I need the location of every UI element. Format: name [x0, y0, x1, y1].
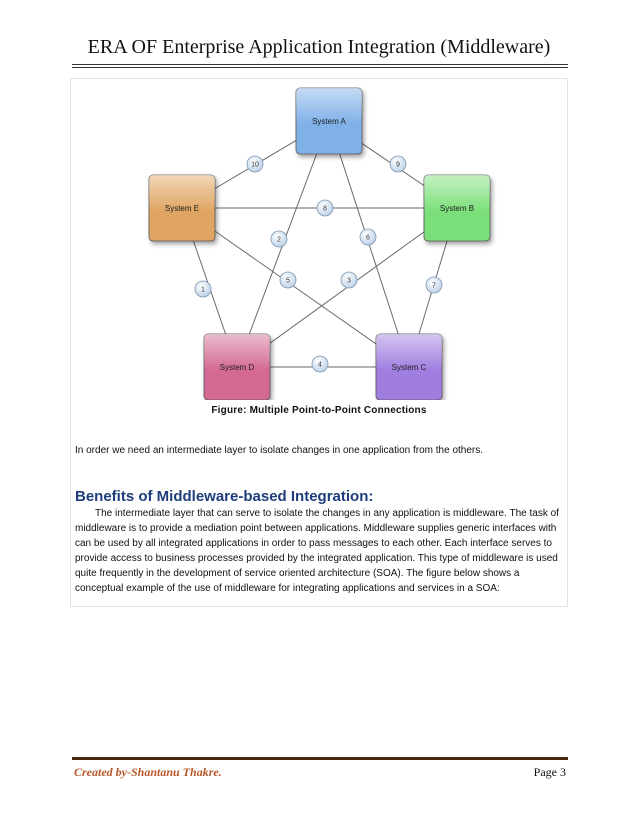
benefits-paragraph: The intermediate layer that can serve to…: [75, 508, 559, 594]
footer-divider: [72, 757, 568, 760]
connection-badge-label: 5: [286, 278, 290, 285]
connection-badge-label: 10: [251, 162, 259, 169]
system-node-d: System D: [203, 333, 271, 400]
connection-badge-label: 1: [201, 287, 205, 294]
connection-badge-4: 4: [311, 355, 329, 373]
connection-badge-8: 8: [316, 199, 334, 217]
connection-badge-label: 4: [318, 362, 322, 369]
connection-line-5: [181, 207, 410, 368]
connection-badge-6: 6: [359, 228, 377, 246]
connection-badge-7: 7: [425, 276, 443, 294]
connection-badge-label: 3: [347, 278, 351, 285]
footer-page-number: Page 3: [533, 765, 566, 779]
connection-badge-3: 3: [340, 271, 358, 289]
connection-badge-1: 1: [194, 280, 212, 298]
page-title: ERA OF Enterprise Application Integratio…: [87, 36, 551, 58]
figure-caption: Figure: Multiple Point-to-Point Connecti…: [211, 405, 427, 416]
system-node-label: System D: [220, 363, 255, 372]
system-node-c: System C: [375, 333, 443, 400]
connection-badge-label: 6: [366, 235, 370, 242]
content-frame: [70, 78, 568, 607]
system-node-label: System C: [392, 363, 427, 372]
intro-paragraph: In order we need an intermediate layer t…: [75, 445, 484, 456]
connection-badge-label: 7: [432, 283, 436, 290]
connection-badge-label: 8: [323, 206, 327, 213]
point-to-point-diagram: 1 2 3 4 5 6 7 8 9 10 System A System B System C Syst…: [148, 87, 491, 400]
connection-badge-2: 2: [270, 230, 288, 248]
system-node-label: System B: [440, 204, 474, 213]
system-node-e: System E: [148, 174, 216, 242]
connection-badge-9: 9: [389, 155, 407, 173]
benefits-heading: Benefits of Middleware-based Integration…: [75, 488, 374, 505]
footer-author: Created by-Shantanu Thakre.: [74, 765, 222, 779]
connection-badge-label: 2: [277, 237, 281, 244]
connection-badge-5: 5: [279, 271, 297, 289]
system-node-b: System B: [423, 174, 491, 242]
title-divider: [72, 64, 568, 68]
system-node-a: System A: [295, 87, 363, 155]
connection-badge-10: 10: [246, 155, 264, 173]
system-node-label: System E: [165, 204, 199, 213]
connection-badge-label: 9: [396, 162, 400, 169]
system-node-label: System A: [312, 117, 346, 126]
